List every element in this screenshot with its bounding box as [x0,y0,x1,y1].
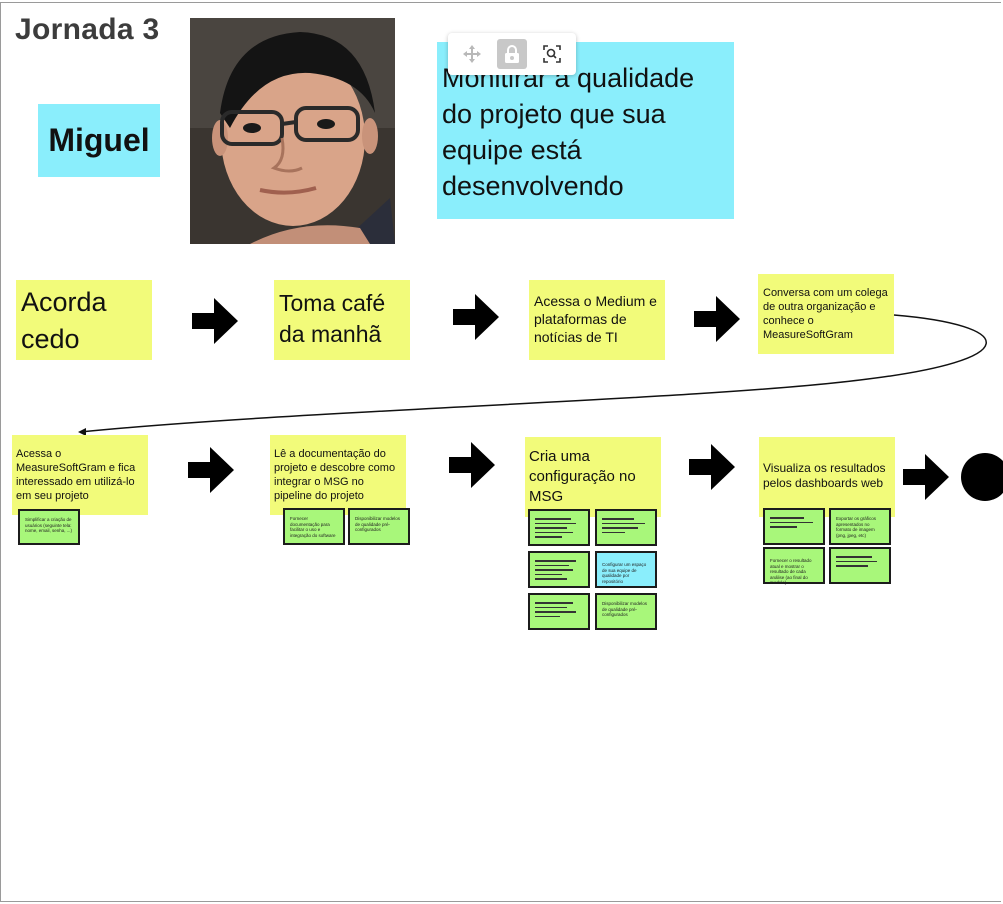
journey-step-8[interactable]: Visualiza os resultados pelos dashboards… [759,437,895,517]
journey-step-2-text: Toma café da manhã [279,290,386,347]
sticky-toolbar [448,33,576,75]
note-card[interactable]: Simplificar a criação de usuários (segui… [18,509,80,545]
journey-step-4[interactable]: Conversa com um colega de outra organiza… [758,274,894,354]
journey-step-7-text: Cria uma configuração no MSG [529,448,636,505]
note-card[interactable]: Configurar um espaço de sua equipe de qu… [595,551,657,588]
arrow-right-icon [192,298,238,344]
journey-step-3[interactable]: Acessa o Medium e plataformas de notícia… [529,280,665,360]
note-text: Exportar os gráficos apresentados no for… [836,516,877,538]
note-card[interactable]: Fornecer o resultado atual e mostrar o r… [763,547,825,585]
move-button[interactable] [457,39,487,69]
journey-step-5[interactable]: Acessa o MeasureSoftGram e fica interess… [12,435,148,515]
lock-button[interactable] [497,39,527,69]
arrow-right-icon [449,442,495,488]
persona-photo[interactable] [190,18,395,244]
note-card[interactable] [763,508,825,545]
note-scribble [836,556,881,570]
persona-photo-image [190,18,395,244]
journey-step-3-text: Acessa o Medium e plataformas de notícia… [534,293,657,345]
note-card[interactable] [829,547,891,584]
note-text: Simplificar a criação de usuários (segui… [25,517,73,533]
journey-step-8-text: Visualiza os resultados pelos dashboards… [763,461,886,490]
note-scribble [602,518,647,536]
note-card[interactable] [528,509,590,546]
arrow-right-icon [903,454,949,500]
journey-step-1[interactable]: Acorda cedo [16,280,152,360]
note-card[interactable] [528,593,590,630]
note-text: Disponibilizar modelos de qualidade pré-… [355,516,401,532]
end-circle-icon [961,453,1003,501]
note-text: Configurar um espaço de sua equipe de qu… [602,562,647,584]
journey-step-6-text: Lê a documentação do projeto e descobre … [274,448,396,502]
note-text: Fornecer o resultado atual e mostrar o r… [770,558,812,585]
note-card[interactable]: Disponibilizar modelos de qualidade pré-… [595,593,657,630]
move-icon [463,45,481,63]
note-scribble [535,602,580,620]
arrow-right-icon [689,444,735,490]
note-text: Disponibilizar modelos de qualidade pré-… [602,601,648,617]
arrow-right-icon [694,296,740,342]
zoom-to-fit-icon [543,45,561,63]
note-text: Fornecer documentação para facilitar o u… [290,516,336,538]
persona-goal-text: Monitirar a qualidade do projeto que sua… [442,63,695,201]
persona-name: Miguel [48,122,150,158]
arrow-right-icon [453,294,499,340]
note-card[interactable] [528,551,590,588]
note-scribble [770,517,815,531]
note-card[interactable]: Exportar os gráficos apresentados no for… [829,508,891,545]
journey-step-4-text: Conversa com um colega de outra organiza… [763,287,888,341]
journey-step-5-text: Acessa o MeasureSoftGram e fica interess… [16,448,136,502]
note-card[interactable]: Fornecer documentação para facilitar o u… [283,508,345,545]
journey-step-2[interactable]: Toma café da manhã [274,280,410,360]
persona-name-card[interactable]: Miguel [38,104,160,177]
note-card[interactable] [595,509,657,546]
journey-step-7[interactable]: Cria uma configuração no MSG [525,437,661,517]
connector-arrowhead-icon [78,428,86,436]
note-scribble [535,518,580,541]
note-card[interactable]: Disponibilizar modelos de qualidade pré-… [348,508,410,545]
note-scribble [535,560,580,583]
board-title: Jornada 3 [15,13,160,46]
connector-line[interactable] [0,300,1003,440]
zoom-to-fit-button[interactable] [537,39,567,69]
journey-step-1-text: Acorda cedo [21,287,107,354]
lock-icon [505,45,519,63]
arrow-right-icon [188,447,234,493]
journey-step-6[interactable]: Lê a documentação do projeto e descobre … [270,435,406,515]
